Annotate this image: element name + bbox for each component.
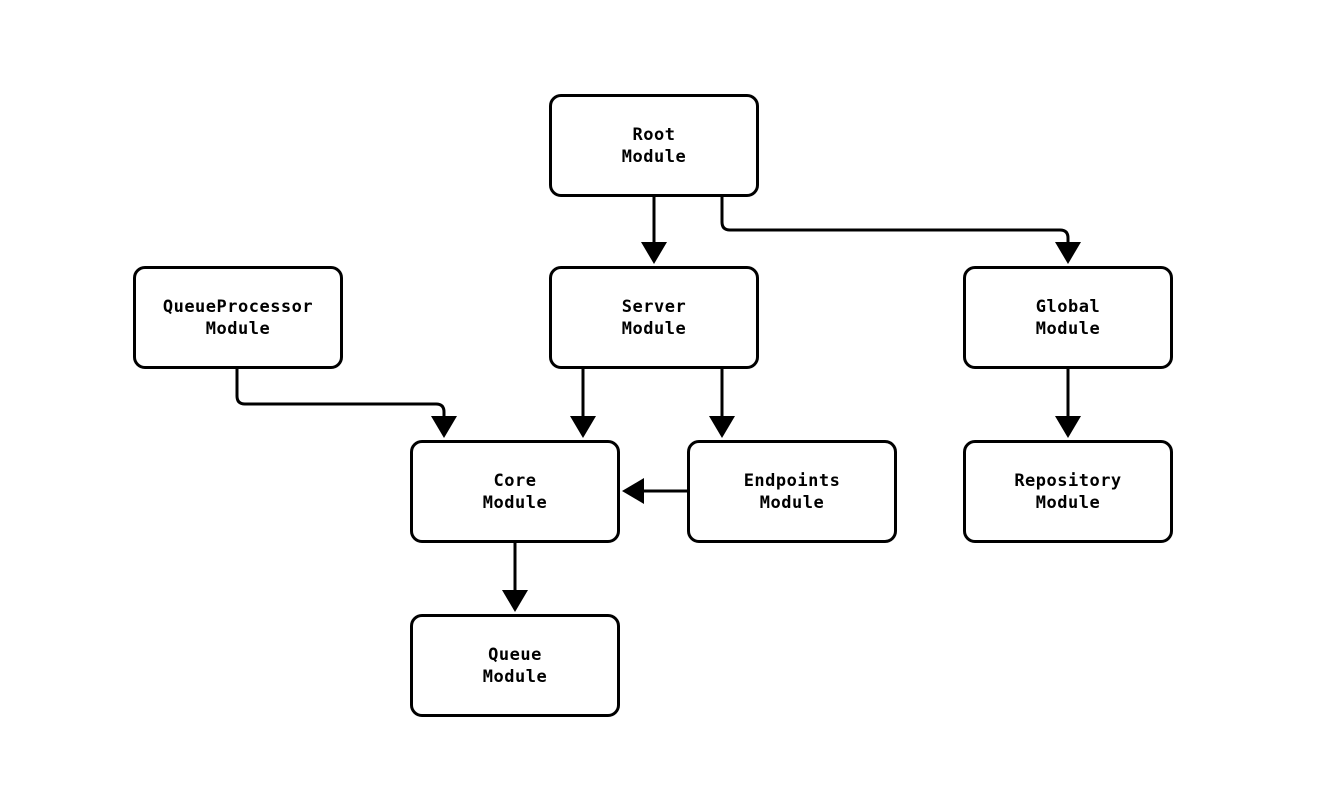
node-queue[interactable]: Queue Module bbox=[410, 614, 620, 717]
arrowhead-root-global bbox=[1055, 242, 1081, 264]
node-global-label-line1: Global bbox=[1035, 296, 1101, 317]
node-core-label-line1: Core bbox=[493, 470, 537, 491]
node-server-label-line2: Module bbox=[621, 318, 687, 339]
node-global[interactable]: Global Module bbox=[963, 266, 1173, 369]
arrowhead-server-endpoints bbox=[709, 416, 735, 438]
node-repository-label-line2: Module bbox=[1035, 492, 1101, 513]
node-global-label-line2: Module bbox=[1035, 318, 1101, 339]
edge-root-global bbox=[720, 197, 1070, 243]
arrowhead-global-repository bbox=[1055, 416, 1081, 438]
node-endpoints-label-line2: Module bbox=[759, 492, 825, 513]
edge-queueprocessor-core bbox=[235, 369, 446, 417]
arrowhead-server-core bbox=[570, 416, 596, 438]
arrowhead-core-queue bbox=[502, 590, 528, 612]
arrowhead-endpoints-core bbox=[622, 478, 644, 504]
node-root-label-line1: Root bbox=[632, 124, 676, 145]
arrowhead-root-server bbox=[641, 242, 667, 264]
node-repository[interactable]: Repository Module bbox=[963, 440, 1173, 543]
node-server-label-line1: Server bbox=[621, 296, 687, 317]
node-endpoints-label-line1: Endpoints bbox=[743, 470, 841, 491]
node-queueprocessor-label-line2: Module bbox=[205, 318, 271, 339]
node-root[interactable]: Root Module bbox=[549, 94, 759, 197]
node-queue-label-line2: Module bbox=[482, 666, 548, 687]
arrowhead-queueprocessor-core bbox=[431, 416, 457, 438]
node-queueprocessor-label-line1: QueueProcessor bbox=[162, 296, 314, 317]
node-repository-label-line1: Repository bbox=[1014, 470, 1122, 491]
node-root-label-line2: Module bbox=[621, 146, 687, 167]
node-core-label-line2: Module bbox=[482, 492, 548, 513]
node-endpoints[interactable]: Endpoints Module bbox=[687, 440, 897, 543]
node-queueprocessor[interactable]: QueueProcessor Module bbox=[133, 266, 343, 369]
node-core[interactable]: Core Module bbox=[410, 440, 620, 543]
node-server[interactable]: Server Module bbox=[549, 266, 759, 369]
node-queue-label-line1: Queue bbox=[488, 644, 542, 665]
